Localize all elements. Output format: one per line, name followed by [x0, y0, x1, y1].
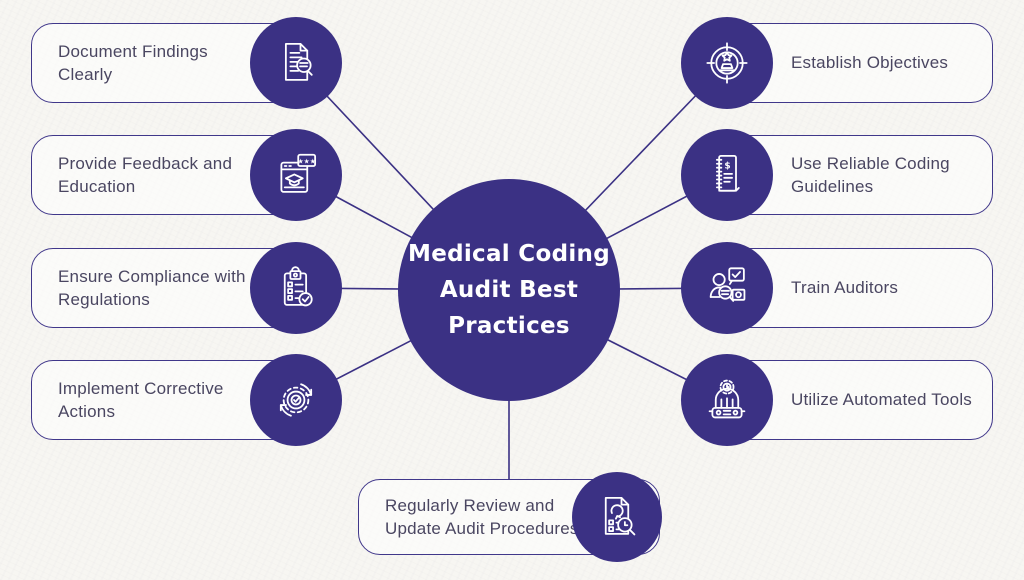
- node-label: Train Auditors: [791, 278, 899, 298]
- center-topic: Medical Coding Audit Best Practices: [398, 179, 620, 401]
- corrective-actions-gear-icon: [250, 354, 342, 446]
- coding-guidelines-book-icon: $: [681, 129, 773, 221]
- node-label: Ensure Compliance with Regulations: [58, 266, 246, 309]
- node-label: Implement Corrective Actions: [58, 378, 224, 421]
- center-title-line: Medical Coding: [408, 241, 610, 267]
- compliance-checklist-icon: [250, 242, 342, 334]
- svg-text:$: $: [724, 161, 730, 171]
- svg-text:★★★: ★★★: [298, 157, 316, 165]
- node-label: Utilize Automated Tools: [791, 390, 972, 410]
- node-label: Use Reliable Coding Guidelines: [791, 153, 950, 196]
- review-procedures-icon: [572, 472, 662, 562]
- center-title-line: Audit Best: [439, 277, 579, 303]
- automated-tools-icon: [681, 354, 773, 446]
- train-auditors-icon: [681, 242, 773, 334]
- node-label: Regularly Review and Update Audit Proced…: [385, 495, 579, 538]
- node-label: Establish Objectives: [791, 53, 949, 73]
- node-label: Provide Feedback and Education: [58, 153, 233, 196]
- center-title-line: Practices: [448, 313, 570, 339]
- feedback-education-icon: ★★★: [250, 129, 342, 221]
- target-objectives-icon: [681, 17, 773, 109]
- document-magnifier-icon: [250, 17, 342, 109]
- node-label: Document Findings Clearly: [58, 41, 208, 84]
